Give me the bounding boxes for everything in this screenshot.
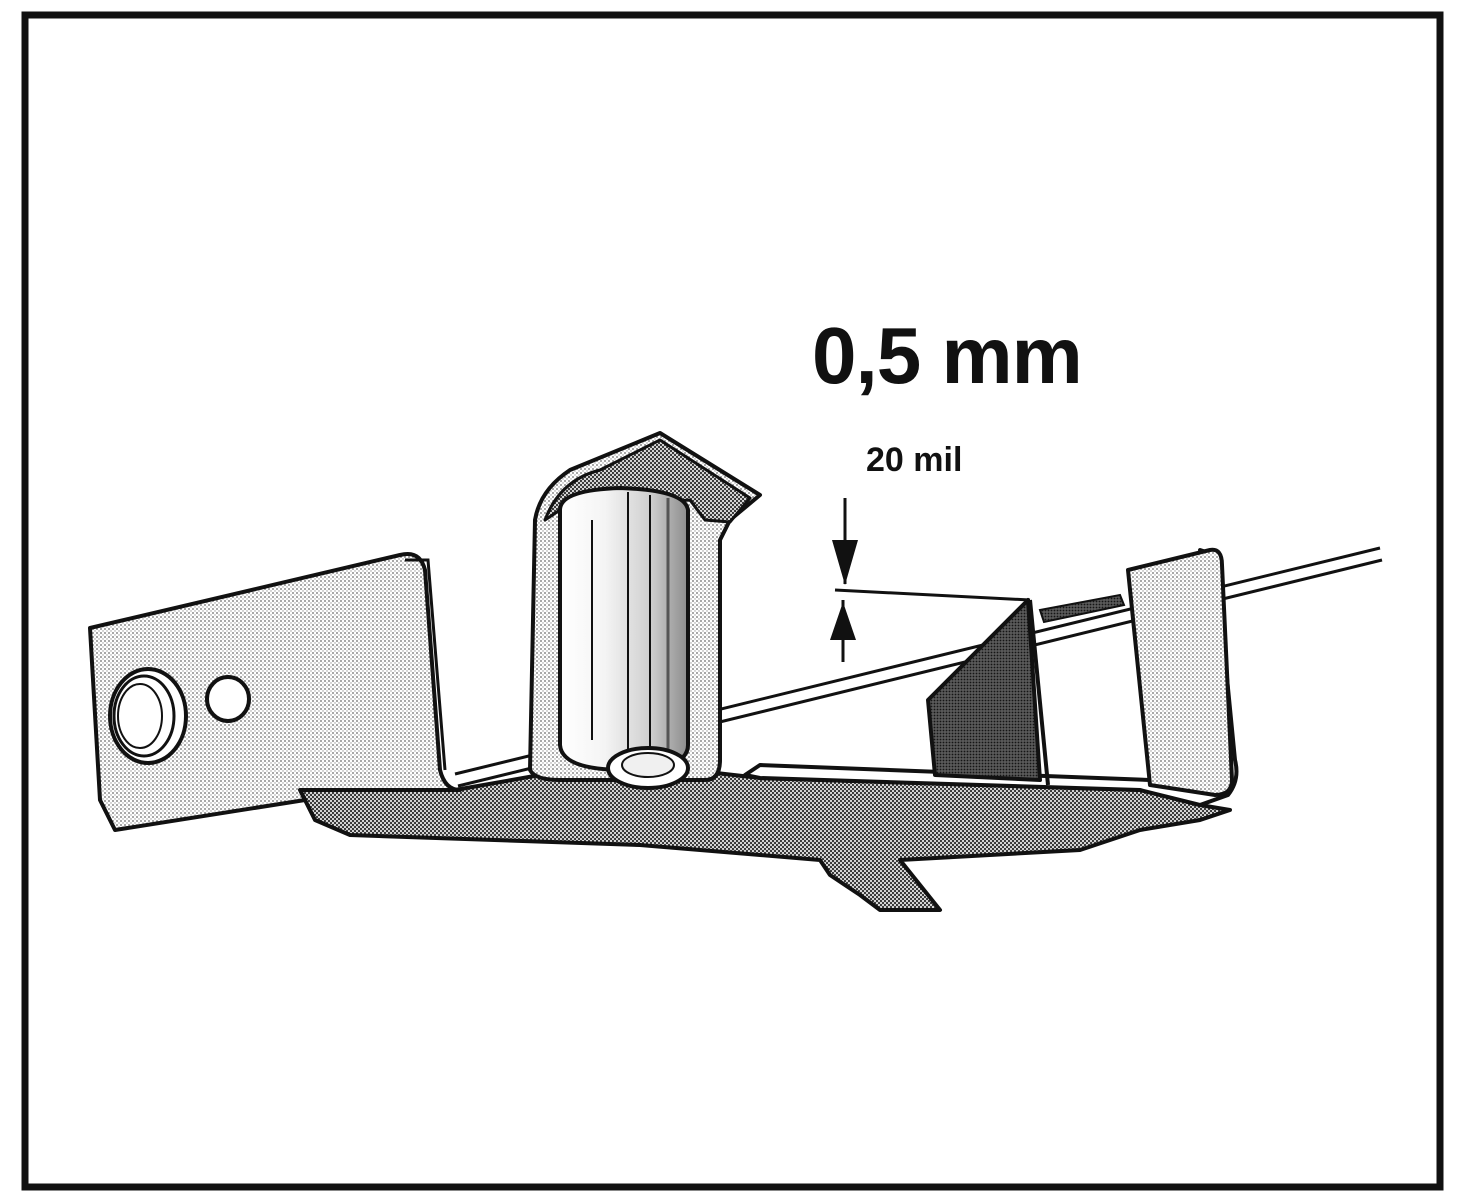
gap-reference-upper [834,588,1031,602]
gap-label-mil: 20 mil [866,441,963,479]
bracket-left-arm-rim [405,558,447,771]
gap-arrows [830,498,858,662]
gap-label-mm: 0,5 mm [812,311,1083,400]
dark-fin [926,598,1042,782]
mounting-hole-large [108,667,188,765]
mounting-hole-small [205,675,251,723]
bracket-left-arm [88,552,462,832]
bracket-right-tab [1126,547,1234,797]
roller [558,485,690,790]
fin-edge [1028,599,1050,786]
stylus-tube [1038,593,1126,624]
